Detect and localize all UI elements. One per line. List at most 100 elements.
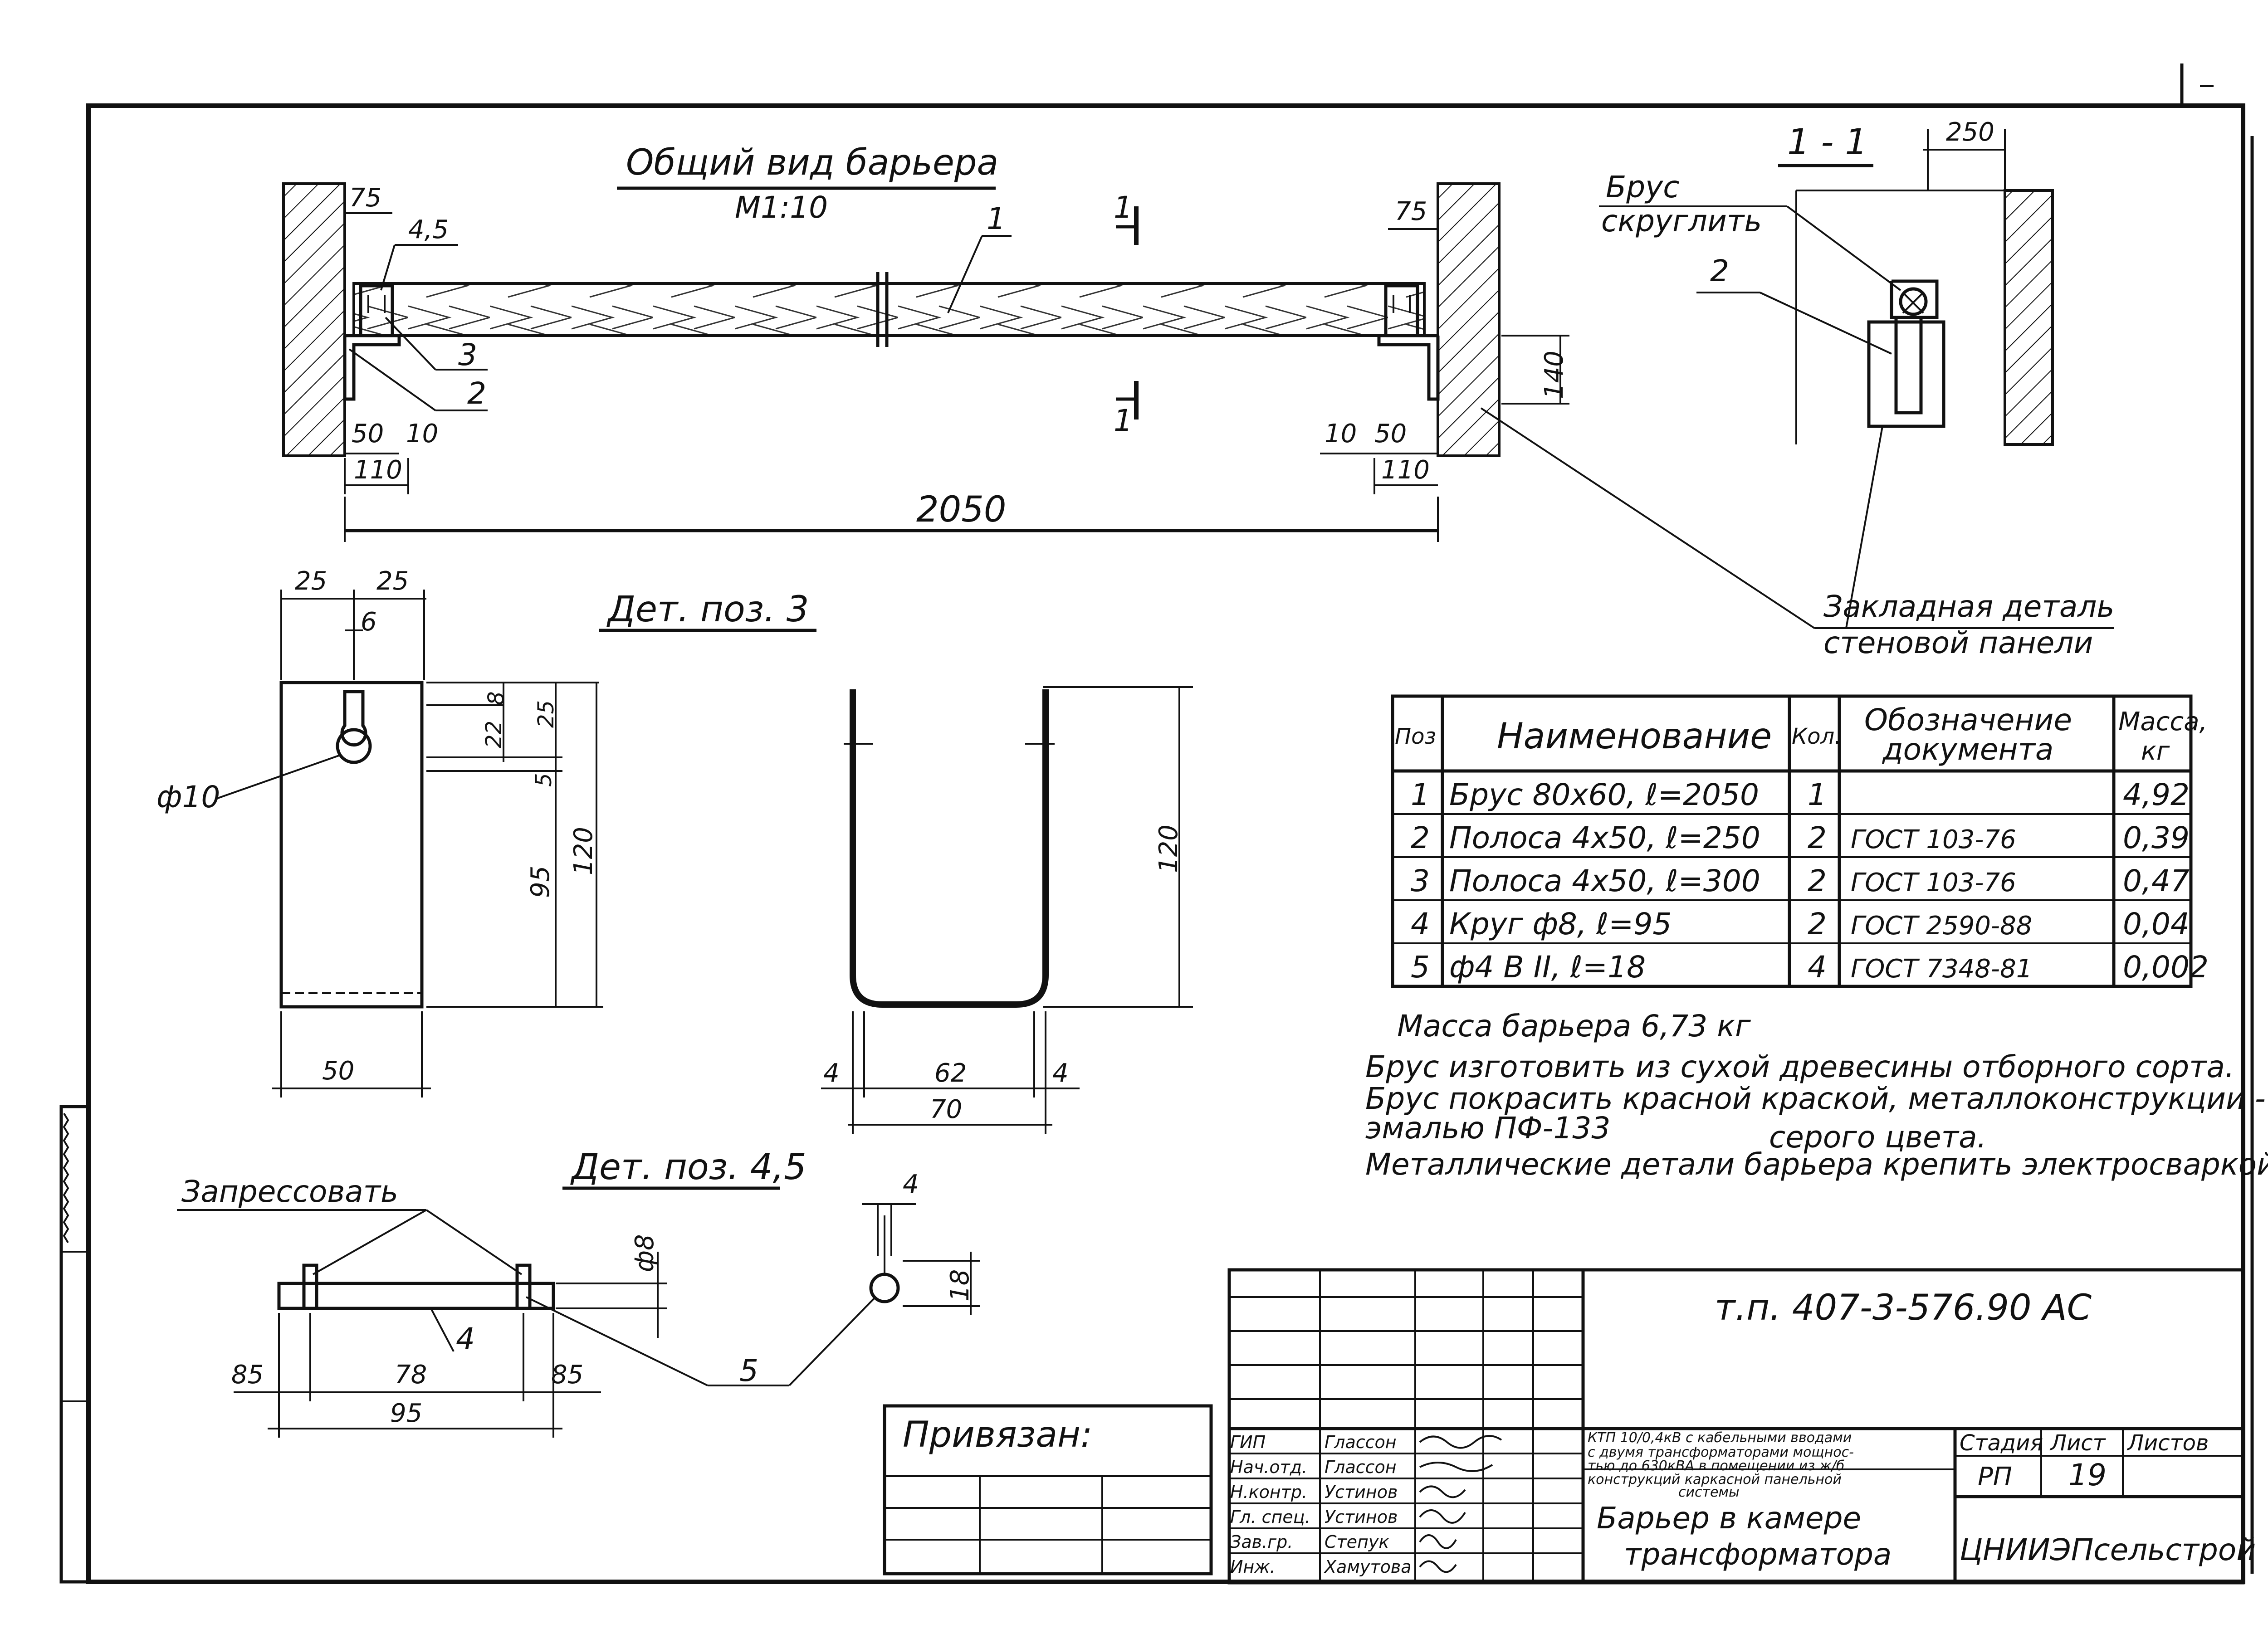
section-title: 1 - 1 [1787,122,1867,163]
svg-text:62: 62 [934,1058,967,1088]
sheet-frame [59,63,2254,1584]
spec-header-doc-2: документа [1882,732,2053,767]
timber-beam [352,282,1426,337]
sheet-label: Лист [2049,1430,2107,1456]
svg-text:ГОСТ 7348-81: ГОСТ 7348-81 [1851,954,2032,984]
pos-5-label: 5 [739,1353,758,1388]
barrier-mass-note: Масса барьера 6,73 кг [1397,1009,1751,1044]
specification-table: Поз Наименование Кол. Обозначение докуме… [1391,694,2209,988]
svg-text:Хамутова: Хамутова [1324,1557,1412,1577]
svg-text:Устинов: Устинов [1325,1507,1398,1527]
svg-text:1: 1 [1114,403,1133,438]
svg-text:4: 4 [823,1058,840,1088]
svg-text:Зав.гр.: Зав.гр. [1230,1532,1293,1552]
svg-text:120: 120 [1154,824,1183,873]
document-code: т.п. 407-3-576.90 АС [1715,1288,2092,1328]
project-desc-1: КТП 10/0,4кВ с кабельными вводами [1588,1430,1852,1446]
svg-text:10: 10 [1325,419,1357,449]
svg-text:85: 85 [551,1360,583,1390]
svg-text:140: 140 [1540,351,1569,399]
note-line-2: Брус покрасить красной краской, металлок… [1365,1081,2266,1116]
general-view-scale: М1:10 [735,190,828,225]
section-wall [2004,189,2054,446]
svg-text:75: 75 [349,183,381,213]
svg-text:1: 1 [1114,190,1133,225]
svg-text:4,5: 4,5 [408,215,449,244]
right-bracket [1377,284,1440,401]
right-wall [1437,182,1501,457]
svg-text:0,47: 0,47 [2123,863,2190,898]
svg-text:120: 120 [569,827,598,875]
svg-text:1: 1 [1411,777,1430,812]
table-row: 5 ф4 В ІІ, ℓ=18 4 ГОСТ 7348-81 0,002 [1411,950,2209,985]
stage-label: Стадия [1960,1430,2043,1456]
tied-label: Привязан: [903,1415,1092,1455]
note-line-3b: серого цвета. [1769,1120,1987,1155]
svg-text:4: 4 [1808,950,1827,985]
svg-text:25: 25 [376,566,409,596]
svg-text:110: 110 [1381,455,1430,485]
svg-text:Степук: Степук [1325,1532,1389,1552]
svg-text:Полоса 4х50, ℓ=250: Полоса 4х50, ℓ=250 [1449,820,1760,855]
svg-text:Инж.: Инж. [1230,1557,1276,1577]
svg-text:Устинов: Устинов [1325,1482,1398,1502]
svg-text:0,002: 0,002 [2123,950,2209,985]
left-wall [282,182,346,457]
svg-text:2: 2 [1411,820,1430,855]
svg-text:Н.контр.: Н.контр. [1230,1482,1307,1502]
table-row: 1 Брус 80х60, ℓ=2050 1 4,92 [1411,777,2190,812]
svg-text:95: 95 [526,866,555,898]
project-desc-3: тью до 630кВА в помещении из ж/б [1588,1458,1844,1474]
svg-text:Глассон: Глассон [1325,1457,1397,1477]
overall-length-dim: 2050 [916,489,1007,530]
spec-header-doc-1: Обозначение [1864,702,2072,737]
svg-text:0,39: 0,39 [2123,820,2190,855]
general-view-title: Общий вид барьера [626,142,998,183]
svg-text:ГОСТ 2590-88: ГОСТ 2590-88 [1851,911,2032,941]
detail45-title: Дет. поз. 4,5 [570,1147,807,1188]
note-line-1: Брус изготовить из сухой древесины отбор… [1365,1049,2234,1084]
svg-text:75: 75 [1395,197,1427,226]
svg-text:Нач.отд.: Нач.отд. [1230,1457,1307,1477]
svg-text:18: 18 [945,1269,975,1302]
project-desc-2: с двумя трансформаторами мощнос- [1588,1444,1854,1460]
svg-text:8: 8 [484,691,509,705]
svg-text:ГОСТ 103-76: ГОСТ 103-76 [1851,825,2016,854]
pin-circle [869,1273,900,1303]
svg-text:110: 110 [354,455,402,485]
svg-text:10: 10 [406,419,438,449]
signatures [1419,1435,1502,1573]
tied-block: Привязан: [883,1404,1213,1575]
svg-text:95: 95 [390,1399,422,1428]
svg-text:4,92: 4,92 [2123,777,2190,812]
svg-text:250: 250 [1946,117,1994,147]
svg-text:6: 6 [361,607,377,637]
svg-text:2: 2 [1808,863,1827,898]
table-row: 4 Круг ф8, ℓ=95 2 ГОСТ 2590-88 0,04 [1411,907,2190,941]
svg-text:Круг ф8, ℓ=95: Круг ф8, ℓ=95 [1449,907,1672,941]
svg-text:70: 70 [930,1095,962,1124]
embedded-plate [1867,320,1945,428]
sheets-label: Листов [2126,1430,2209,1456]
drawing-name-1: Барьер в камере [1597,1501,1861,1536]
svg-text:25: 25 [533,700,559,728]
drawing-name-2: трансформатора [1624,1537,1892,1572]
pos-4-label: 4 [456,1322,475,1356]
stage-value: РП [1978,1462,2012,1492]
detail3-hole-dia: ф10 [156,780,220,815]
note-line-4: Металлические детали барьера крепить эле… [1365,1147,2268,1182]
press-fit-label: Запрессовать [181,1174,398,1209]
pos-3-label: 3 [458,337,477,372]
round-bar [277,1282,555,1310]
note-line-3a: эмалью ПФ-133 [1365,1111,1610,1146]
detail-pos-4-5: Дет. поз. 4,5 Запрессовать ф8 4 85 78 85… [177,1147,980,1438]
notes: Масса барьера 6,73 кг Брус изготовить из… [1365,1009,2268,1182]
svg-text:5: 5 [531,773,557,787]
sheet-value: 19 [2068,1458,2107,1493]
svg-text:85: 85 [231,1360,264,1390]
organization: ЦНИИЭПсельстрой [1960,1532,2256,1567]
section-pos-2: 2 [1710,254,1729,288]
svg-text:скруглить: скруглить [1601,204,1762,239]
section-cut-mark-bottom: 1 [1114,381,1139,438]
